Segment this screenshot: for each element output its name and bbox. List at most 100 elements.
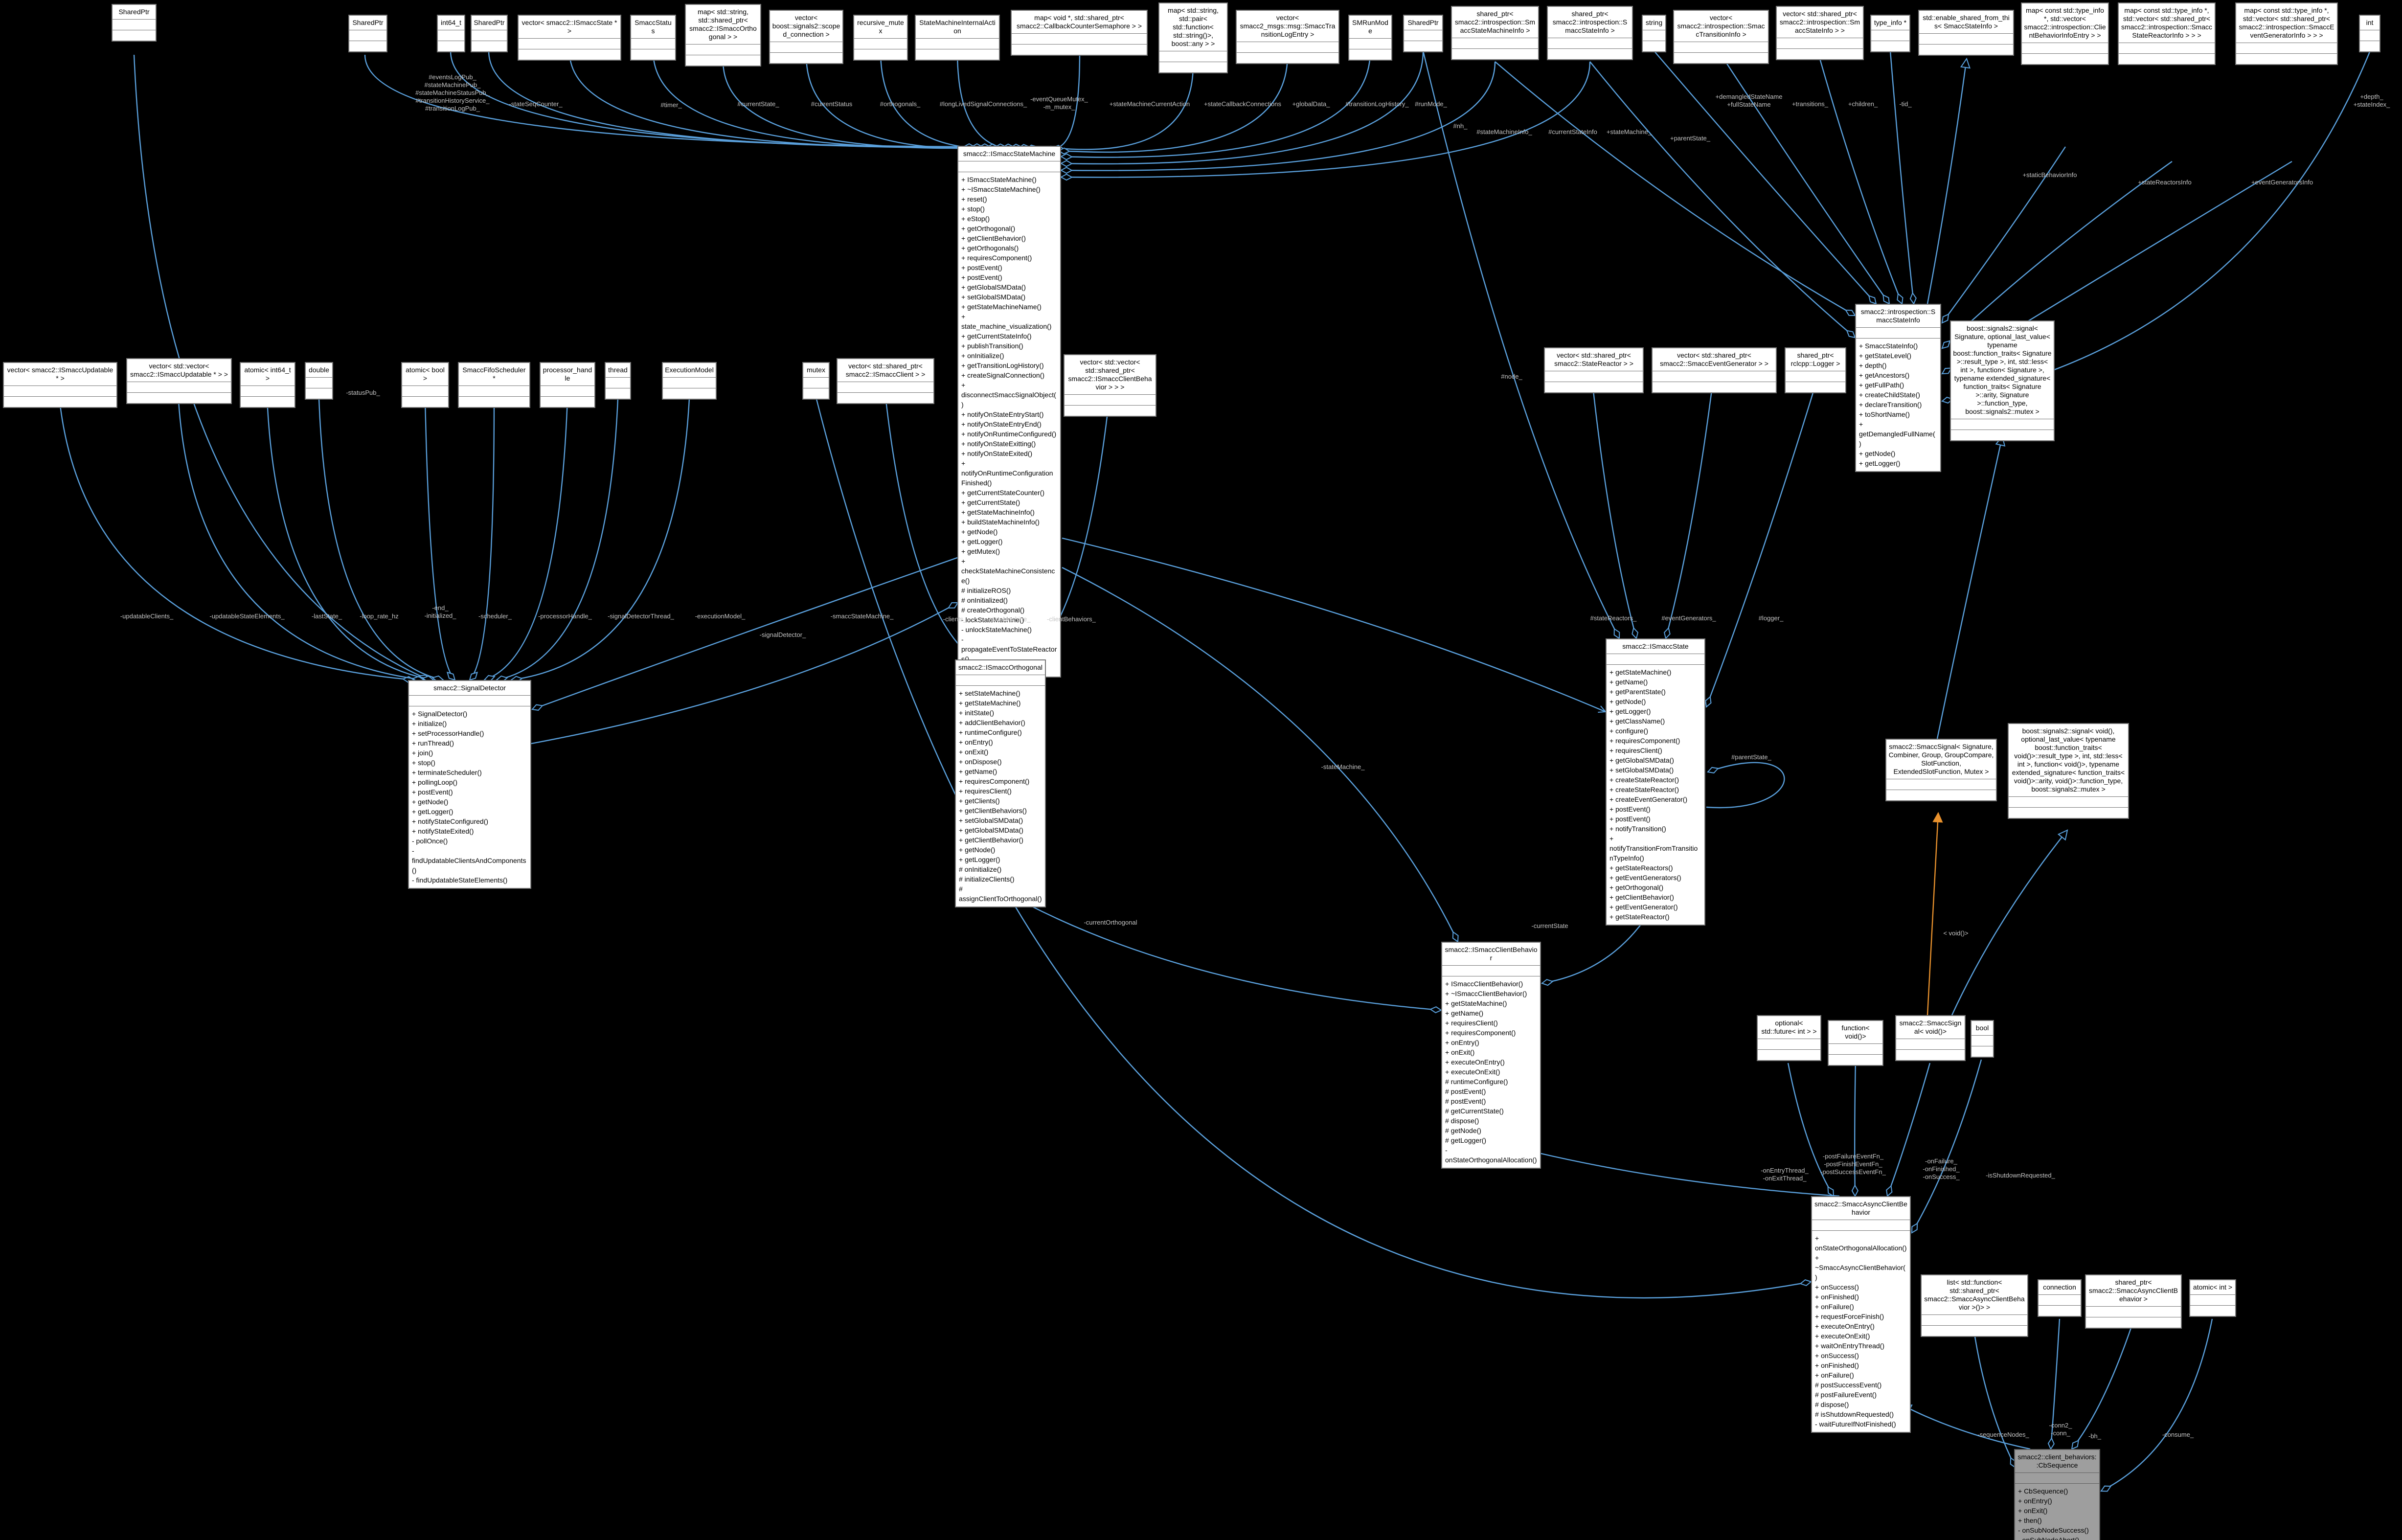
class-box-class-ismacc-state-machine[interactable]: smacc2::ISmaccStateMachine+ ISmaccStateM…: [957, 146, 1061, 678]
method-entry: + setGlobalSMData(): [961, 293, 1026, 301]
methods-compartment: + SignalDetector()+ initialize()+ setPro…: [409, 706, 530, 888]
methods-compartment: + onStateOrthogonalAllocation()+ ~SmaccA…: [1812, 1230, 1910, 1432]
attributes-compartment: [1548, 38, 1632, 48]
class-box-class-ismacc-client-behavior[interactable]: smacc2::ISmaccClientBehavior+ ISmaccClie…: [1441, 942, 1541, 1169]
edge-label: #eventGenerators_: [1661, 614, 1716, 622]
method-entry: + then(): [2018, 1517, 2042, 1524]
method-entry: # dispose(): [1445, 1117, 1479, 1125]
method-entry: + waitOnEntryThread(): [1815, 1342, 1884, 1350]
edge: [531, 602, 958, 745]
edge-label: #timer_: [660, 101, 682, 109]
edge-label: +staticBehaviorInfo: [2022, 171, 2077, 179]
edge-label: #parentState_: [1731, 753, 1771, 761]
box-title: boost::signals2::signal< void(), optiona…: [2012, 727, 2125, 793]
edge: [1062, 566, 1459, 942]
method-entry: + onSuccess(): [1815, 1283, 1859, 1291]
edge: [1819, 58, 1903, 304]
box-title: int: [2366, 19, 2374, 26]
class-box-smacc-signal-void[interactable]: smacc2::SmaccSignal< void()>: [1895, 1015, 1966, 1061]
edge: [1061, 50, 1424, 165]
methods-compartment-empty: [1786, 382, 1845, 392]
box-title: vector< std::shared_ptr< smacc2::StateRe…: [1554, 351, 1633, 367]
box-title: vector< boost::signals2::scoped_connecti…: [772, 14, 840, 38]
method-entry: # getLogger(): [1445, 1136, 1487, 1144]
edge-label: -end_ -initialized_: [424, 604, 456, 619]
method-entry: + executeOnExit(): [1445, 1068, 1500, 1076]
edge-arrowhead: [2100, 1485, 2112, 1492]
edge: [1886, 1063, 1931, 1197]
class-box-class-ismacc-orthogonal[interactable]: smacc2::ISmaccOrthogonal+ setStateMachin…: [955, 659, 1046, 907]
method-entry: + getClientBehavior(): [961, 234, 1026, 242]
box-title: map< const std::type_info *, std::vector…: [2239, 6, 2334, 39]
attributes-compartment: [956, 675, 1045, 685]
methods-compartment: + ISmaccStateMachine()+ ~ISmaccStateMach…: [958, 172, 1060, 677]
edge-arrowhead: [2057, 829, 2068, 841]
method-entry: + getLogger(): [1859, 459, 1901, 467]
method-entry: + getGlobalSMData(): [961, 283, 1026, 291]
method-entry: + getName(): [959, 768, 997, 775]
method-entry: + getNode(): [961, 528, 998, 536]
box-title: smacc2::SmaccAsyncClientBehavior: [1814, 1200, 1907, 1216]
box-title: mutex: [806, 366, 826, 374]
edge-label: #currentState_: [737, 100, 779, 108]
class-box-class-smacc-state-info[interactable]: smacc2::introspection::SmaccStateInfo+ S…: [1855, 304, 1941, 472]
methods-compartment: + CbSequence()+ onEntry()+ onExit()+ the…: [2015, 1483, 2099, 1540]
type-box-list-function-async: list< std::function< std::shared_ptr< sm…: [1921, 1274, 2028, 1337]
edge-label: +parentState_: [1670, 135, 1711, 142]
box-title: smacc2::SmaccSignal< void()>: [1899, 1019, 1962, 1035]
box-title: smacc2::introspection::SmaccStateInfo: [1860, 308, 1936, 324]
attributes-compartment: [409, 695, 530, 706]
edge: [2071, 1322, 2134, 1449]
edge-arrowhead: [531, 704, 544, 711]
method-entry: + getStateMachine(): [959, 699, 1021, 707]
class-box-class-smacc-signal[interactable]: smacc2::SmaccSignal< Signature, Combiner…: [1885, 739, 1997, 801]
box-title: map< std::string, std::shared_ptr< smacc…: [689, 8, 757, 41]
method-entry: + initState(): [959, 709, 994, 717]
methods-compartment-empty: [2039, 1305, 2081, 1316]
edge-label: -sequenceNodes_: [1977, 1431, 2029, 1438]
edge-label: -scheduler_: [478, 612, 512, 620]
class-box-class-signal-detector[interactable]: smacc2::SignalDetector+ SignalDetector()…: [408, 680, 531, 889]
class-box-class-smacc-async-client-behavior[interactable]: smacc2::SmaccAsyncClientBehavior+ onStat…: [1811, 1196, 1911, 1433]
methods-compartment-empty: [1452, 48, 1538, 59]
methods-compartment-empty: [663, 388, 716, 399]
method-entry: + ~ISmaccStateMachine(): [961, 185, 1041, 193]
box-title: smacc2::ISmaccClientBehavior: [1445, 946, 1538, 962]
method-entry: + notifyOnStateEntryStart(): [961, 410, 1044, 418]
attributes-compartment: [1159, 51, 1227, 62]
method-entry: - findUpdatableStateElements(): [412, 876, 508, 884]
edge-label: -conn2_ -conn_: [2049, 1422, 2072, 1437]
edge-arrowhead: [1541, 979, 1554, 986]
methods-compartment-empty: [838, 392, 933, 403]
methods-compartment: + setStateMachine()+ getStateMachine()+ …: [956, 685, 1045, 906]
edge-label: < void()>: [1943, 929, 1969, 937]
edge: [1926, 813, 1939, 1016]
method-entry: # createOrthogonal(): [961, 606, 1025, 614]
edge-label: -updatableClients_: [120, 612, 174, 620]
type-box-sm-run-mode: SMRunMode: [1348, 15, 1392, 61]
box-title: atomic< bool >: [406, 366, 445, 382]
edge-label: -lastState_: [311, 612, 342, 620]
method-entry: - findUpdatableClientsAndComponents(): [412, 847, 526, 874]
method-entry: # postEvent(): [1445, 1097, 1486, 1105]
methods-compartment-empty: [1922, 1325, 2027, 1336]
class-box-class-cb-sequence[interactable]: smacc2::client_behaviors::CbSequence+ Cb…: [2014, 1449, 2100, 1540]
method-entry: + getTransitionLogHistory(): [961, 362, 1044, 369]
method-entry: + onExit(): [959, 748, 989, 756]
type-box-double: double: [305, 362, 333, 400]
methods-compartment-empty: [631, 49, 675, 60]
class-box-class-ismacc-state[interactable]: smacc2::ISmaccState+ getStateMachine()+ …: [1606, 638, 1705, 926]
attributes-compartment: [803, 377, 829, 388]
box-title: SMRunMode: [1352, 19, 1388, 35]
edge: [59, 401, 414, 681]
attributes-compartment: [1856, 327, 1940, 338]
edge: [1665, 386, 1713, 639]
box-title: string: [1645, 19, 1663, 26]
edge-label: +eventGeneratorsInfo: [2251, 179, 2313, 186]
box-title: SharedPtr: [352, 19, 384, 26]
edge-label: -statusPub_: [346, 389, 380, 396]
method-entry: + requiresComponent(): [1445, 1029, 1516, 1037]
attributes-compartment: [113, 19, 156, 30]
method-entry: + requiresComponent(): [959, 777, 1030, 785]
